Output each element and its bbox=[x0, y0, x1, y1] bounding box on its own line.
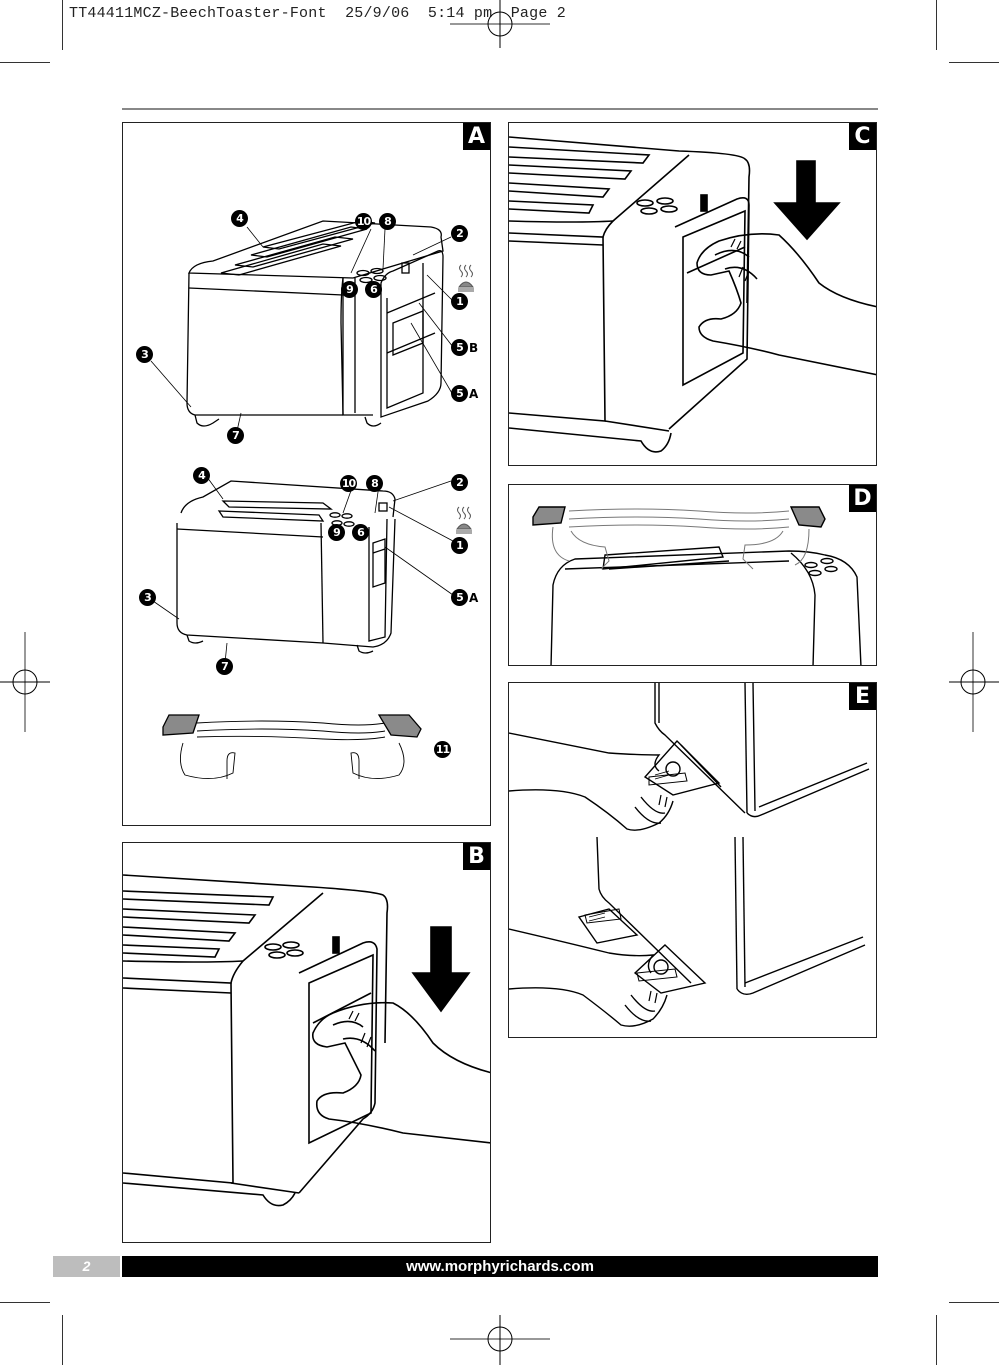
callout-6: 6 bbox=[365, 281, 382, 298]
callout-8: 8 bbox=[366, 475, 383, 492]
callout-3: 3 bbox=[136, 346, 153, 363]
callout-5a: 5 bbox=[451, 385, 468, 402]
slug-filename: TT44411MCZ-BeechToaster-Font bbox=[69, 5, 327, 22]
callout-9: 9 bbox=[328, 524, 345, 541]
panel-c: C bbox=[508, 122, 877, 466]
registration-mark-icon bbox=[450, 0, 550, 48]
callout-5b-suffix: B bbox=[469, 341, 479, 355]
callout-5a-suffix: A bbox=[469, 591, 479, 605]
panel-b: B bbox=[122, 842, 491, 1243]
callout-8: 8 bbox=[379, 213, 396, 230]
callout-10: 10 bbox=[355, 213, 372, 230]
panel-d: D bbox=[508, 484, 877, 666]
panel-e: E bbox=[508, 682, 877, 1038]
registration-mark-icon bbox=[450, 1315, 550, 1365]
callout-1: 1 bbox=[451, 537, 468, 554]
bun-warmer-rack-illustration bbox=[532, 506, 862, 665]
callout-5b: 5 bbox=[451, 339, 468, 356]
panel-label: B bbox=[463, 843, 490, 870]
crop-mark bbox=[949, 62, 999, 63]
callout-7: 7 bbox=[216, 658, 233, 675]
print-slug: TT44411MCZ-BeechToaster-Font 25/9/06 5:1… bbox=[69, 5, 566, 22]
crop-mark bbox=[0, 1302, 50, 1303]
crop-mark bbox=[62, 1315, 63, 1365]
crop-mark bbox=[62, 0, 63, 50]
callout-3: 3 bbox=[139, 589, 156, 606]
callout-4: 4 bbox=[193, 467, 210, 484]
crop-mark bbox=[949, 1302, 999, 1303]
down-arrow-icon bbox=[413, 927, 469, 1011]
callout-11: 11 bbox=[434, 741, 451, 758]
panel-label: D bbox=[849, 485, 876, 512]
registration-mark-icon bbox=[949, 632, 999, 732]
footer-url[interactable]: www.morphyrichards.com bbox=[122, 1256, 878, 1277]
callout-9: 9 bbox=[341, 281, 358, 298]
callout-7: 7 bbox=[227, 427, 244, 444]
registration-mark-icon bbox=[0, 632, 50, 732]
panel-label: E bbox=[849, 683, 876, 710]
callout-4: 4 bbox=[231, 210, 248, 227]
down-arrow-icon bbox=[775, 161, 839, 239]
slug-date: 25/9/06 bbox=[345, 5, 410, 22]
crop-mark bbox=[0, 62, 50, 63]
crumb-tray-removal-illustration bbox=[509, 683, 870, 1027]
four-slice-toaster-illustration bbox=[150, 220, 454, 779]
toaster-lever-press-illustration bbox=[509, 136, 876, 453]
header-rule bbox=[122, 108, 878, 110]
panel-label: C bbox=[849, 123, 876, 150]
panel-label: A bbox=[463, 123, 490, 150]
crop-mark bbox=[936, 1315, 937, 1365]
slug-page: Page 2 bbox=[510, 5, 566, 22]
callout-5a: 5 bbox=[451, 589, 468, 606]
callout-1: 1 bbox=[451, 293, 468, 310]
crop-mark bbox=[936, 0, 937, 50]
defrost-icon bbox=[456, 506, 472, 534]
callout-6: 6 bbox=[352, 524, 369, 541]
slug-time: 5:14 pm bbox=[427, 5, 493, 22]
callout-2: 2 bbox=[451, 474, 468, 491]
panel-a: A bbox=[122, 122, 491, 826]
callout-2: 2 bbox=[451, 225, 468, 242]
toaster-lever-press-illustration bbox=[123, 874, 490, 1207]
defrost-icon bbox=[458, 264, 474, 292]
page-number: 2 bbox=[53, 1256, 120, 1277]
callout-5a-suffix: A bbox=[469, 387, 479, 401]
callout-10: 10 bbox=[340, 475, 357, 492]
